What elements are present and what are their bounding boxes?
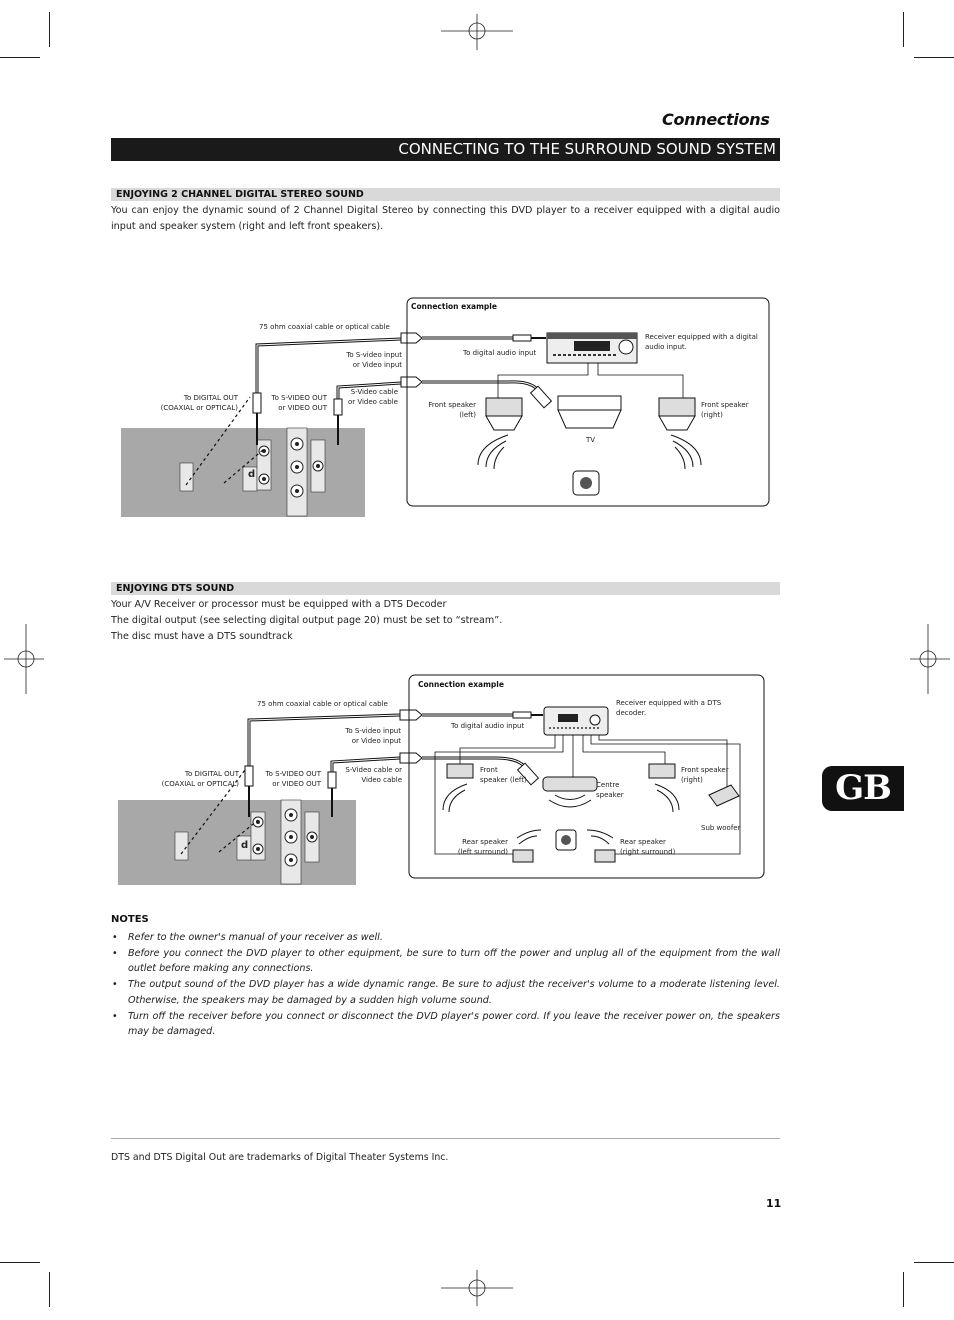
- svg-text:Sub woofer: Sub woofer: [701, 824, 741, 832]
- svg-text:or Video input: or Video input: [352, 737, 401, 745]
- svg-text:or VIDEO OUT: or VIDEO OUT: [272, 780, 321, 788]
- svg-text:or Video cable: or Video cable: [348, 398, 398, 406]
- registration-mark-top: [441, 14, 513, 50]
- svg-text:To DIGITAL OUT: To DIGITAL OUT: [183, 394, 239, 402]
- svg-text:(right): (right): [681, 776, 703, 784]
- svg-text:To digital audio input: To digital audio input: [462, 349, 536, 357]
- svg-text:or VIDEO OUT: or VIDEO OUT: [278, 404, 327, 412]
- stereo-connection-diagram: d Connection example 75 ohm coaxial c: [121, 297, 770, 517]
- svg-text:TV: TV: [585, 436, 595, 444]
- crop-mark: [49, 12, 50, 47]
- svg-text:speaker: speaker: [596, 791, 624, 799]
- svg-text:or Video input: or Video input: [353, 361, 402, 369]
- sub-woofer-icon: [708, 784, 740, 807]
- centre-speaker-icon: [542, 776, 598, 792]
- notes-list: •Refer to the owner's manual of your rec…: [111, 930, 780, 1040]
- svg-text:S-Video cable: S-Video cable: [351, 388, 398, 396]
- page-banner: CONNECTING TO THE SURROUND SOUND SYSTEM: [111, 138, 780, 161]
- registration-mark-bottom: [441, 1270, 513, 1306]
- front-speaker-right-icon: [658, 397, 696, 417]
- svg-text:audio input.: audio input.: [645, 343, 687, 351]
- svg-text:Rear speaker: Rear speaker: [462, 838, 508, 846]
- note-item: •The output sound of the DVD player has …: [112, 979, 780, 1006]
- footer-divider: [111, 1138, 780, 1139]
- svg-text:Connection example: Connection example: [411, 302, 497, 311]
- svg-text:Rear speaker: Rear speaker: [620, 838, 666, 846]
- svg-text:(right): (right): [701, 411, 723, 419]
- front-speaker-right-icon: [648, 763, 676, 779]
- dts-heading: ENJOYING DTS SOUND: [111, 582, 780, 595]
- stereo-heading: ENJOYING 2 CHANNEL DIGITAL STEREO SOUND: [111, 188, 780, 201]
- dts-line: Your A/V Receiver or processor must be e…: [111, 599, 447, 610]
- rear-speaker-left-icon: [512, 849, 534, 863]
- svg-text:speaker (left): speaker (left): [480, 776, 527, 784]
- note-item: •Turn off the receiver before you connec…: [112, 1010, 780, 1038]
- svg-text:75 ohm coaxial cable or optica: 75 ohm coaxial cable or optical cable: [257, 700, 388, 708]
- svg-text:To S-VIDEO OUT: To S-VIDEO OUT: [271, 394, 328, 402]
- notes-title: NOTES: [111, 914, 149, 925]
- svg-text:(COAXIAL or OPTICAL): (COAXIAL or OPTICAL): [162, 780, 240, 788]
- svg-text:(left surround): (left surround): [458, 848, 508, 856]
- crop-mark: [903, 1272, 904, 1307]
- svg-text:(COAXIAL or OPTICAL): (COAXIAL or OPTICAL): [161, 404, 239, 412]
- svg-text:Receiver equipped with a DTS: Receiver equipped with a DTS: [616, 699, 722, 707]
- crop-mark: [903, 12, 904, 47]
- svg-text:To S-VIDEO OUT: To S-VIDEO OUT: [265, 770, 322, 778]
- dts-line: The disc must have a DTS soundtrack: [111, 631, 293, 642]
- registration-mark-left: [4, 624, 44, 694]
- svg-text:d: d: [241, 840, 248, 851]
- crop-mark: [914, 1262, 954, 1263]
- tv-icon: [557, 395, 622, 411]
- dts-connection-diagram: d Connection example 7: [118, 674, 765, 885]
- svg-text:Front speaker: Front speaker: [701, 401, 749, 409]
- dts-body: Your A/V Receiver or processor must be e…: [111, 597, 780, 645]
- svg-text:To S-video input: To S-video input: [345, 351, 402, 359]
- front-speaker-left-icon: [446, 763, 474, 779]
- svg-text:S-Video cable or: S-Video cable or: [345, 766, 402, 774]
- front-speaker-left-icon: [485, 397, 523, 417]
- note-item: •Before you connect the DVD player to ot…: [112, 947, 780, 975]
- svg-text:Connection example: Connection example: [418, 680, 504, 689]
- svg-text:d: d: [248, 469, 255, 480]
- stereo-body: You can enjoy the dynamic sound of 2 Cha…: [111, 205, 780, 232]
- svg-text:To S-video input: To S-video input: [344, 727, 401, 735]
- dts-line: The digital output (see selecting digita…: [111, 615, 503, 626]
- svg-text:Front speaker: Front speaker: [428, 401, 476, 409]
- crop-mark: [0, 57, 40, 58]
- section-title: Connections: [662, 110, 770, 129]
- svg-text:Front: Front: [480, 766, 498, 774]
- page-number: 11: [766, 1197, 782, 1210]
- rear-speaker-right-icon: [594, 849, 616, 863]
- svg-text:Receiver equipped with a digit: Receiver equipped with a digital: [645, 333, 758, 341]
- svg-text:(left): (left): [459, 411, 476, 419]
- crop-mark: [0, 1262, 40, 1263]
- svg-text:To digital audio input: To digital audio input: [450, 722, 524, 730]
- svg-text:To DIGITAL OUT: To DIGITAL OUT: [184, 770, 240, 778]
- note-item: •Refer to the owner's manual of your rec…: [112, 932, 383, 943]
- svg-text:Video cable: Video cable: [361, 776, 402, 784]
- svg-text:(right surround): (right surround): [620, 848, 676, 856]
- svg-text:Front speaker: Front speaker: [681, 766, 729, 774]
- svg-text:Centre: Centre: [596, 781, 619, 789]
- svg-text:decoder.: decoder.: [616, 709, 646, 717]
- crop-mark: [49, 1272, 50, 1307]
- language-tab: GB: [822, 766, 904, 811]
- svg-text:75 ohm coaxial cable or optica: 75 ohm coaxial cable or optical cable: [259, 323, 390, 331]
- trademark-notice: DTS and DTS Digital Out are trademarks o…: [111, 1152, 449, 1163]
- registration-mark-right: [910, 624, 950, 694]
- crop-mark: [914, 57, 954, 58]
